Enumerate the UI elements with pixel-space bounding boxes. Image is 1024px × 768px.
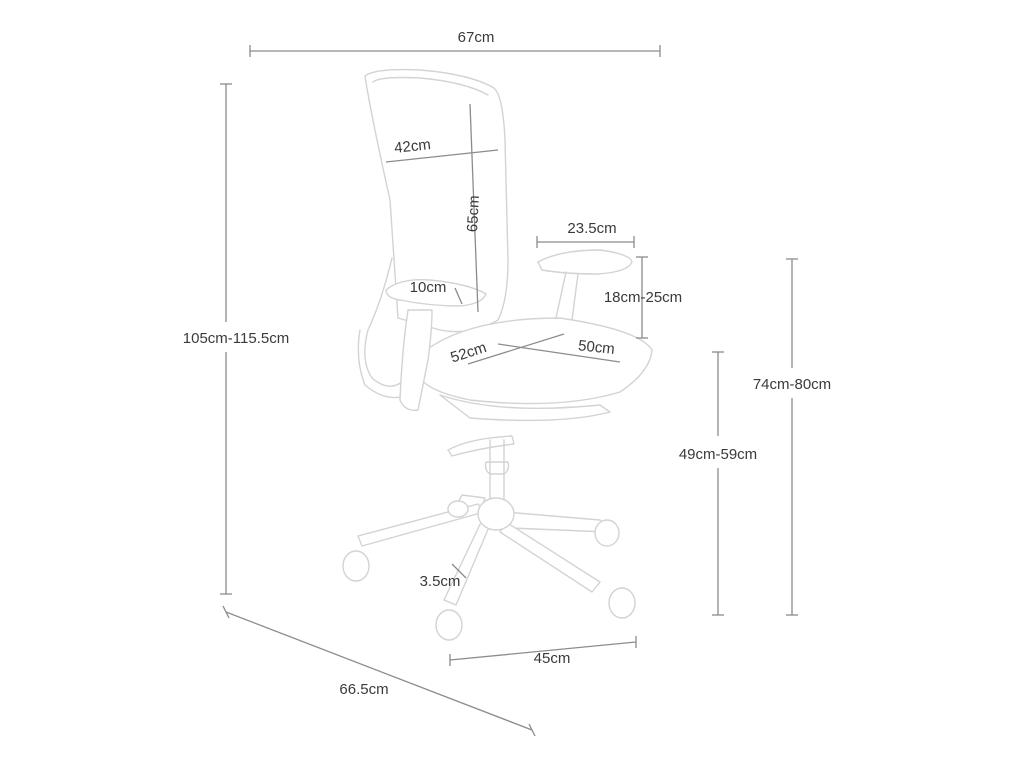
caster-label: 3.5cm	[420, 573, 461, 590]
caster-dimension	[451, 563, 467, 579]
chair-backrest	[364, 68, 509, 333]
seat-width-label: 50cm	[577, 337, 615, 358]
chair-casters	[342, 500, 636, 641]
seat-height-label: 49cm-59cm	[679, 446, 757, 463]
overall-height-dimension	[220, 83, 232, 595]
dimension-lines	[220, 45, 798, 737]
backrest-height-dimension	[469, 103, 479, 313]
base-depth-dimension	[222, 605, 536, 737]
chair-gas-lift	[447, 435, 515, 503]
seat-dimensions	[467, 333, 621, 365]
dimension-labels: 67cm 105cm-115.5cm 66.5cm 42cm 65cm 10cm…	[183, 29, 831, 698]
lumbar-depth-dimension	[454, 287, 463, 305]
backrest-width-dimension	[385, 149, 499, 163]
chair-armrest-right	[537, 249, 633, 275]
armrest-width-dimension	[536, 236, 635, 248]
armrest-adjust-dimension	[636, 256, 648, 339]
office-chair-illustration	[342, 68, 653, 641]
base-width-dimension	[449, 636, 637, 666]
armrest-floor-height-dimension	[786, 258, 798, 616]
base-width-label: 45cm	[534, 650, 571, 667]
chair-star-base	[357, 494, 609, 606]
armrest-adjust-label: 18cm-25cm	[604, 289, 682, 306]
base-depth-label: 66.5cm	[339, 681, 388, 698]
backrest-height-label: 65cm	[464, 195, 483, 233]
chair-side-frame	[357, 257, 406, 399]
armrest-floor-height-label: 74cm-80cm	[753, 376, 831, 393]
lumbar-depth-label: 10cm	[410, 279, 447, 296]
overall-height-label: 105cm-115.5cm	[183, 330, 289, 347]
overall-width-label: 67cm	[458, 29, 495, 46]
backrest-width-label: 42cm	[393, 136, 431, 157]
seat-height-dimension	[712, 351, 724, 616]
overall-width-dimension	[249, 45, 661, 57]
armrest-width-label: 23.5cm	[567, 220, 616, 237]
